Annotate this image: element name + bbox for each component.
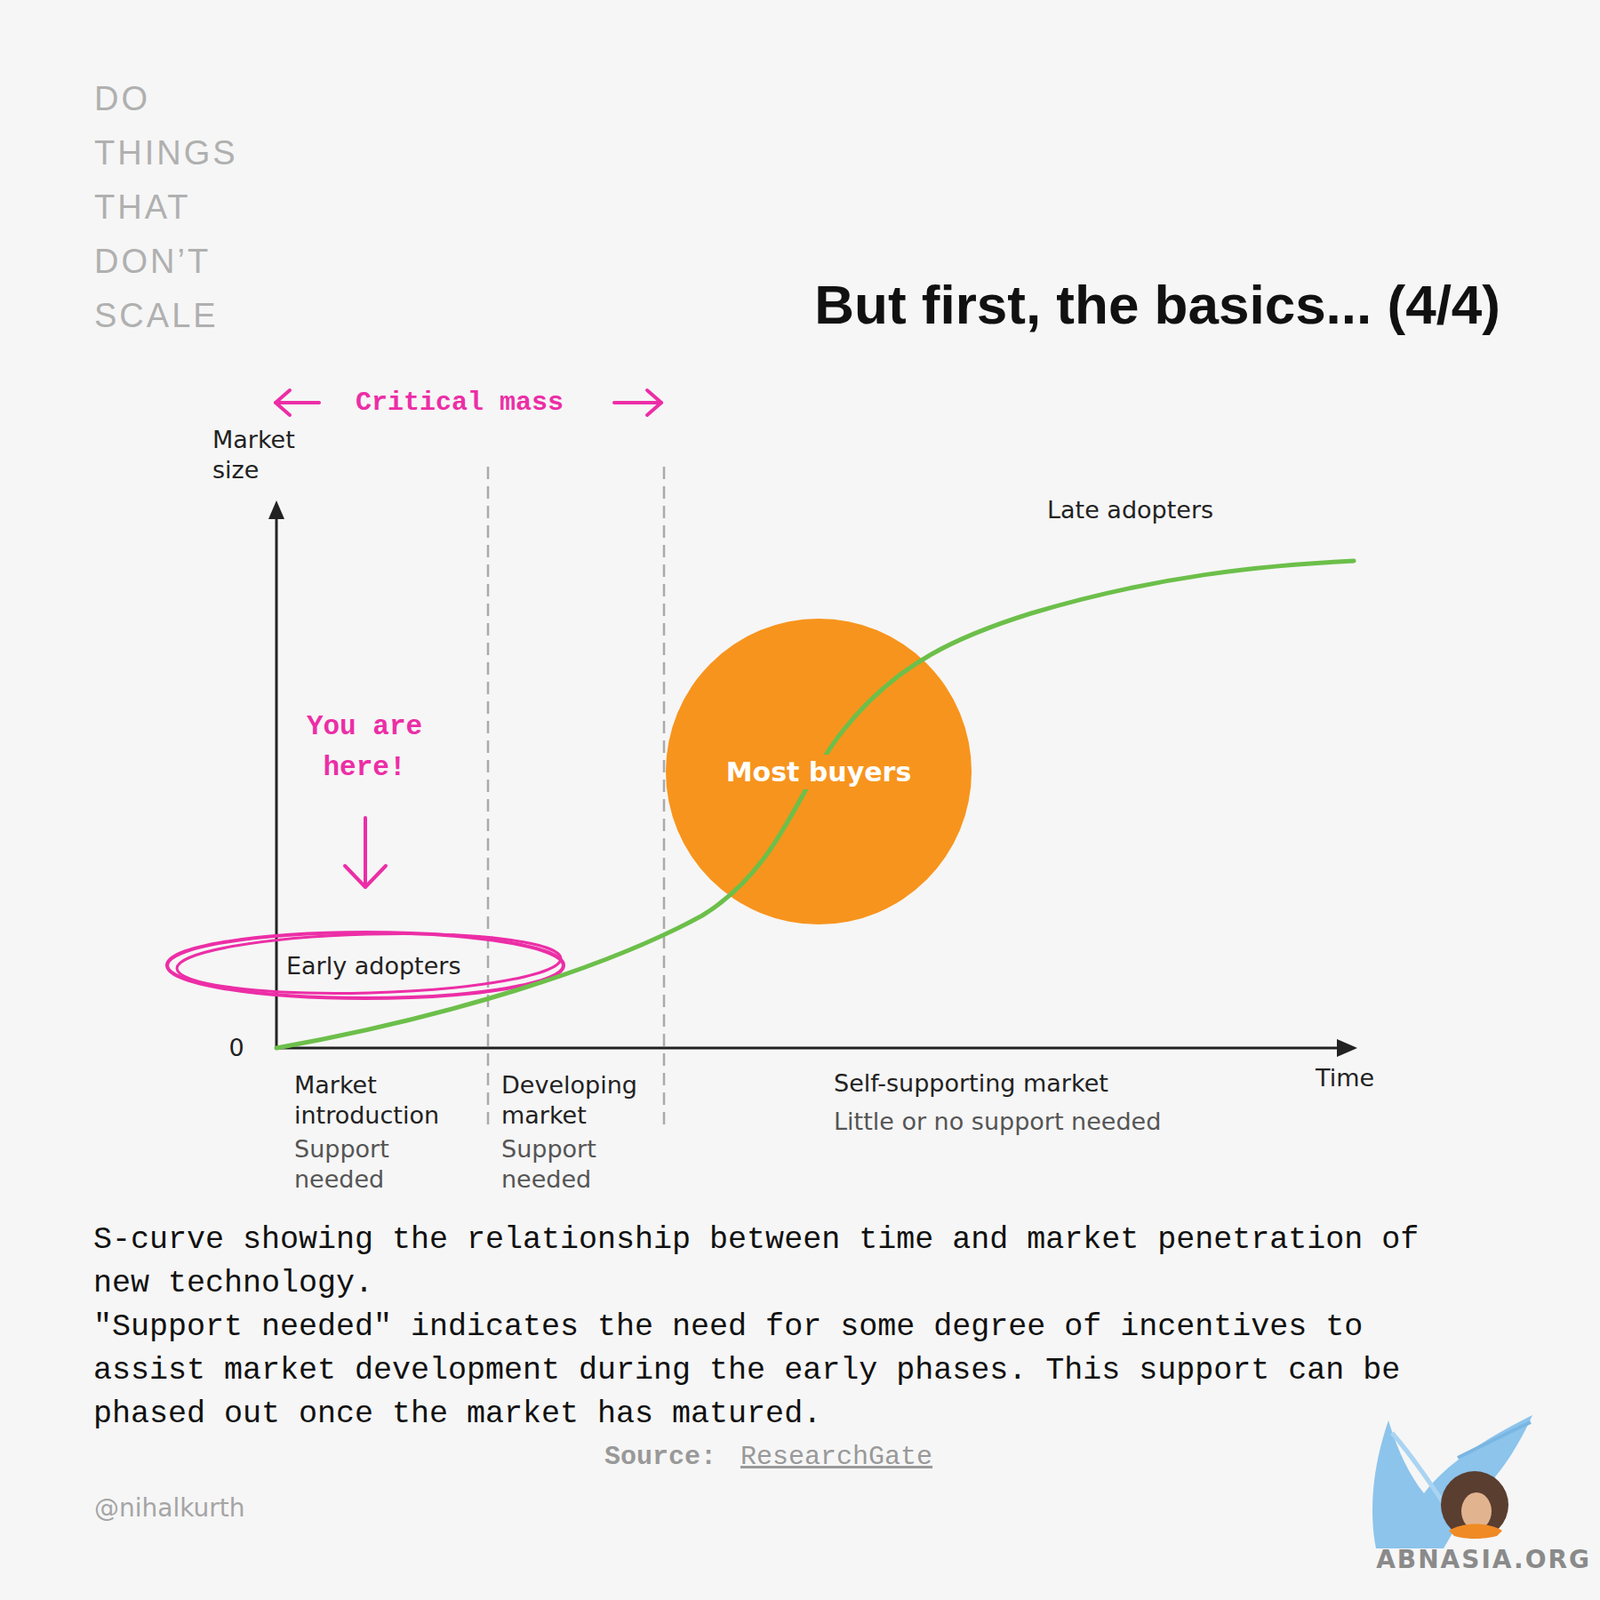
range-arrow bbox=[647, 390, 662, 416]
axis-label: Time bbox=[1315, 1063, 1375, 1094]
author-handle: @nihalkurth bbox=[94, 1493, 246, 1523]
phase-note: Little or no support needed bbox=[833, 1106, 1161, 1137]
watermark-bird bbox=[1457, 1422, 1531, 1458]
range-arrow bbox=[275, 390, 290, 416]
x-axis bbox=[276, 1047, 1339, 1050]
range-arrow bbox=[275, 400, 320, 405]
circle-label: Most buyers bbox=[721, 754, 917, 790]
phase-note: Support needed bbox=[294, 1134, 390, 1195]
segment-label: Late adopters bbox=[1047, 495, 1214, 526]
avatar bbox=[1461, 1492, 1492, 1530]
hand-drawn-ring bbox=[176, 928, 562, 998]
axis-tick: 0 bbox=[228, 1032, 244, 1064]
watermark-bird bbox=[1392, 1432, 1449, 1512]
axis-arrowhead bbox=[268, 500, 285, 520]
phase-divider bbox=[487, 466, 490, 1130]
caption-note: "Support needed" indicates the need for … bbox=[93, 1305, 1480, 1437]
avatar bbox=[1448, 1524, 1503, 1540]
axis-label: Market size bbox=[212, 424, 296, 486]
axis-arrowhead bbox=[1336, 1039, 1358, 1057]
hand-drawn-ring bbox=[167, 932, 564, 999]
phase-label: Self-supporting market bbox=[833, 1068, 1109, 1099]
watermark: ABNASIA.ORG bbox=[1376, 1544, 1592, 1575]
phase-label: Market introduction bbox=[294, 1070, 440, 1131]
callout-label: You are here! bbox=[293, 706, 436, 789]
range-label: Critical mass bbox=[355, 387, 564, 418]
series-logo: DO THINGS THAT DON’T SCALE bbox=[94, 72, 239, 344]
slide-title: But first, the basics... (4/4) bbox=[814, 272, 1501, 336]
phase-divider bbox=[663, 466, 666, 1130]
source-label: Source: bbox=[604, 1441, 717, 1472]
phase-label: Developing market bbox=[501, 1070, 638, 1131]
s-curve bbox=[276, 560, 1354, 1048]
phase-note: Support needed bbox=[501, 1134, 597, 1195]
buyers-circle: Most buyers bbox=[665, 618, 972, 925]
highlight-ellipse: Early adopters bbox=[164, 928, 567, 1002]
source-link: ResearchGate bbox=[740, 1441, 933, 1472]
pointer-arrow bbox=[363, 817, 368, 886]
circle-fill bbox=[665, 618, 972, 925]
pointer-arrow bbox=[344, 865, 386, 888]
segment-label: Early adopters bbox=[283, 952, 464, 980]
range-arrow bbox=[614, 400, 662, 405]
watermark-bird bbox=[1372, 1415, 1533, 1549]
figure-caption: S-curve showing the relationship between… bbox=[93, 1218, 1480, 1306]
y-axis bbox=[275, 515, 279, 1048]
avatar bbox=[1440, 1471, 1509, 1539]
